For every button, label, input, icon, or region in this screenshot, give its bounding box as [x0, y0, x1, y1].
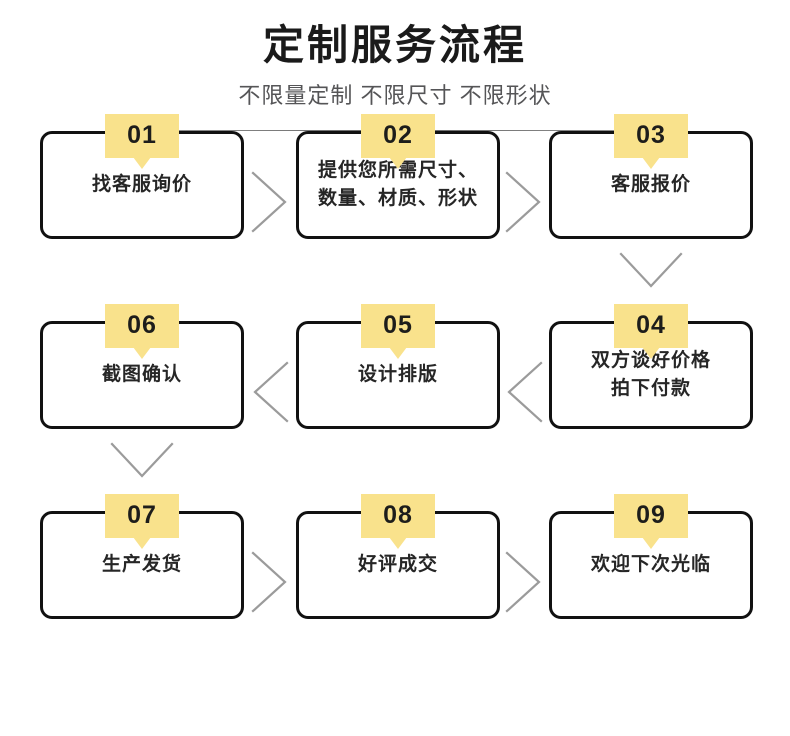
step-number: 03	[636, 121, 666, 150]
connector-08-to-09	[501, 549, 547, 615]
step-number-badge: 01	[105, 113, 179, 158]
step-number: 06	[127, 311, 157, 340]
step-number: 02	[383, 121, 413, 150]
step-number-badge: 04	[614, 303, 688, 348]
step-label: 好评成交	[357, 553, 438, 575]
step-number: 09	[636, 501, 666, 530]
step-box[interactable]: 欢迎下次光临	[549, 510, 753, 619]
step-label: 截图确认	[101, 363, 182, 385]
connector-02-to-03	[501, 169, 547, 235]
connector-03-to-04	[616, 249, 686, 299]
step-card-04[interactable]: 双方谈好价格 拍下付款 04	[549, 303, 753, 429]
step-box[interactable]: 客服报价	[549, 130, 753, 239]
connector-06-to-07	[107, 439, 177, 489]
chevron-down-icon	[619, 251, 683, 288]
step-number: 04	[636, 311, 666, 340]
chevron-right-icon	[251, 170, 287, 233]
step-number-badge: 08	[361, 493, 435, 538]
connector-04-to-05	[501, 359, 547, 425]
step-label: 双方谈好价格 拍下付款	[590, 349, 711, 399]
step-card-01[interactable]: 找客服询价 01	[40, 113, 244, 239]
chevron-right-icon	[505, 170, 541, 233]
step-number: 08	[383, 501, 413, 530]
step-number-badge: 09	[614, 493, 688, 538]
step-label: 欢迎下次光临	[590, 553, 711, 575]
flow-row-2: 截图确认 06 设计排版 05	[0, 303, 790, 511]
step-number-badge: 03	[614, 113, 688, 158]
step-number-badge: 02	[361, 113, 435, 158]
connector-01-to-02	[247, 169, 293, 235]
chevron-right-icon	[505, 550, 541, 613]
step-number: 01	[127, 121, 157, 150]
step-number: 07	[127, 501, 157, 530]
step-label: 找客服询价	[91, 173, 192, 195]
page-subtitle: 不限量定制 不限尺寸 不限形状	[238, 83, 552, 109]
chevron-left-icon	[507, 360, 543, 423]
step-number: 05	[383, 311, 413, 340]
step-label: 客服报价	[610, 173, 691, 195]
step-number-badge: 06	[105, 303, 179, 348]
connector-05-to-06	[247, 359, 293, 425]
step-card-05[interactable]: 设计排版 05	[296, 303, 500, 429]
step-card-02[interactable]: 提供您所需尺寸、 数量、材质、形状 02	[296, 113, 500, 239]
chevron-left-icon	[253, 360, 289, 423]
chevron-down-icon	[110, 441, 174, 478]
page-title: 定制服务流程	[263, 22, 527, 68]
step-box[interactable]: 提供您所需尺寸、 数量、材质、形状	[296, 130, 500, 239]
flow-diagram: 找客服询价 01 提供您所需尺寸、 数量、材质、形状 02	[0, 113, 790, 701]
step-card-06[interactable]: 截图确认 06	[40, 303, 244, 429]
header: 定制服务流程 不限量定制 不限尺寸 不限形状	[0, 0, 790, 131]
step-label: 生产发货	[101, 553, 182, 575]
step-card-08[interactable]: 好评成交 08	[296, 493, 500, 619]
flow-row-3: 生产发货 07 好评成交 08	[0, 493, 790, 701]
step-number-badge: 07	[105, 493, 179, 538]
step-card-09[interactable]: 欢迎下次光临 09	[549, 493, 753, 619]
step-label: 提供您所需尺寸、 数量、材质、形状	[317, 159, 478, 209]
step-box[interactable]: 找客服询价	[40, 130, 244, 239]
step-label: 设计排版	[357, 363, 438, 385]
step-card-03[interactable]: 客服报价 03	[549, 113, 753, 239]
step-number-badge: 05	[361, 303, 435, 348]
step-card-07[interactable]: 生产发货 07	[40, 493, 244, 619]
connector-07-to-08	[247, 549, 293, 615]
flow-row-1: 找客服询价 01 提供您所需尺寸、 数量、材质、形状 02	[0, 113, 790, 321]
chevron-right-icon	[251, 550, 287, 613]
